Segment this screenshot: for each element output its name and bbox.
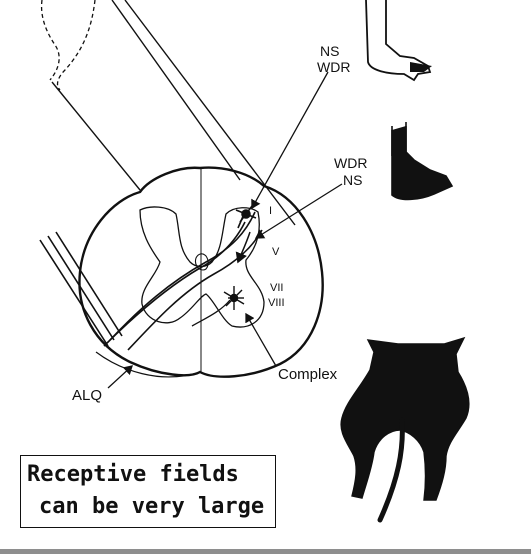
foot-outline-tips (410, 62, 432, 72)
label-ns-mid: NS (343, 172, 363, 188)
hindlimbs-tail-icon (340, 336, 470, 501)
arrow-complex (245, 312, 277, 367)
complex-neuron-axon (191, 299, 231, 327)
label-ns-top: NS (320, 43, 340, 59)
complex-neuron-icon (223, 286, 245, 310)
arrow-alq (107, 365, 133, 389)
top-cut-text (170, 0, 360, 5)
alq-tract (39, 211, 263, 351)
label-wdr-mid: WDR (334, 155, 368, 171)
caption-line-2: can be very large (39, 494, 265, 519)
caption-box: Receptive fields can be very large (20, 455, 276, 528)
nerve-root-lines (51, 0, 296, 226)
central-canal (194, 253, 209, 271)
arrow-ns-wdr-top (251, 71, 329, 210)
label-lamina-vii: VII (270, 282, 284, 294)
spinal-cord-outline (78, 166, 324, 378)
caption-line-1: Receptive fields (27, 462, 239, 487)
label-wdr-top: WDR (317, 59, 351, 75)
descending-arrow (235, 231, 251, 264)
label-lamina-v: V (272, 246, 280, 258)
arrow-wdr-ns-mid (254, 183, 343, 239)
tail (377, 417, 405, 523)
alq-outer-rim (95, 351, 201, 378)
label-lamina-i: I (269, 205, 273, 217)
label-alq: ALQ (72, 387, 103, 404)
bottom-bar (0, 549, 531, 554)
label-complex: Complex (278, 366, 338, 383)
body-outline-dashed-2 (56, 0, 96, 91)
label-lamina-viii: VIII (268, 297, 285, 309)
foot-filled-leg-outline (391, 122, 407, 156)
foot-filled-icon (391, 126, 454, 201)
lamina-i-neuron-icon (235, 205, 257, 229)
foot-outline-icon (365, 0, 432, 82)
body-outline-dashed (40, 0, 60, 81)
